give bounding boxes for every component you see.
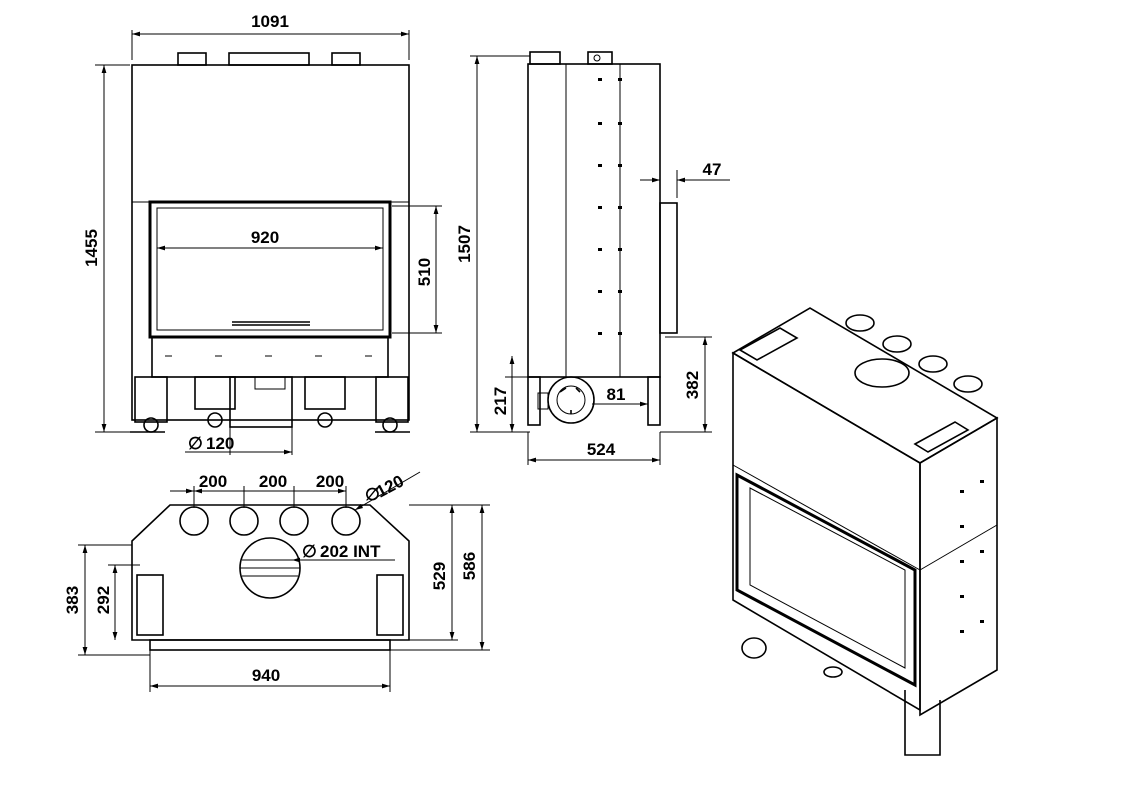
top-outlet-4	[331, 506, 361, 536]
isometric-view	[731, 307, 999, 756]
front-outlet-diameter-symbol: ∅	[188, 434, 203, 453]
front-view: 1091 1455 920 510 ∅ 120	[82, 12, 442, 455]
main-outlet-label: 202 INT	[320, 542, 381, 561]
side-leg-rear	[647, 376, 661, 426]
top-vent-left	[136, 574, 164, 636]
leg-left	[134, 376, 168, 423]
iso-wheel	[741, 637, 767, 659]
iso-outlet-1	[845, 314, 875, 332]
side-collar	[529, 51, 561, 65]
side-view: 1507 217 524 47 81 382	[455, 51, 730, 465]
depth-mid-label: 292	[94, 586, 113, 614]
iso-top-vent-2	[913, 421, 970, 453]
top-view: 200 200 200 ∅ 120 ∅ 202 INT 383 292 529 …	[63, 471, 490, 692]
inner-leg-left	[194, 376, 236, 410]
top-width-label: 940	[252, 666, 280, 685]
iso-door-frame	[735, 472, 917, 688]
side-height-label: 1507	[455, 225, 474, 263]
top-outlet-2	[229, 506, 259, 536]
side-door-profile	[659, 202, 678, 334]
iso-outlet-2	[882, 335, 912, 353]
top-collar-right	[331, 52, 361, 66]
iso-outlet-3	[918, 355, 948, 373]
depth-total-label: 586	[460, 552, 479, 580]
top-front-frame	[149, 639, 391, 651]
side-offset-label: 47	[703, 160, 722, 179]
inner-leg-right	[304, 376, 346, 410]
top-outlet-1	[179, 506, 209, 536]
side-base-height-label: 217	[491, 387, 510, 415]
spacing-2-label: 200	[259, 472, 287, 491]
iso-side-face	[919, 416, 998, 717]
iso-glass	[749, 487, 906, 669]
glass-width-label: 920	[251, 228, 279, 247]
iso-outlet-4	[953, 375, 983, 393]
depth-rear-label: 383	[63, 586, 82, 614]
leg-right	[375, 376, 409, 423]
front-height-label: 1455	[82, 229, 101, 267]
front-width-label: 1091	[251, 12, 289, 31]
side-inlet-offset-label: 81	[607, 385, 626, 404]
top-outline	[131, 504, 410, 641]
spacing-1-label: 200	[199, 472, 227, 491]
glass-panel	[156, 207, 384, 331]
glass-height-label: 510	[415, 258, 434, 286]
glass-frame	[148, 200, 392, 339]
side-body	[527, 63, 661, 378]
side-air-inlet	[547, 376, 595, 424]
depth-inner-label: 529	[430, 562, 449, 590]
top-vent-right	[376, 574, 404, 636]
small-outlet-diameter-symbol: ∅	[365, 485, 380, 504]
iso-main-outlet	[854, 358, 910, 388]
main-outlet-diameter-symbol: ∅	[302, 542, 317, 561]
iso-outlet-bottom	[823, 666, 843, 678]
side-leg-front	[527, 376, 541, 426]
iso-top-vent-1	[738, 327, 799, 361]
side-depth-label: 524	[587, 440, 616, 459]
spacing-3-label: 200	[316, 472, 344, 491]
front-outlet-diameter-label: 120	[206, 434, 234, 453]
top-outlet-3	[279, 506, 309, 536]
side-leg-height-label: 382	[683, 371, 702, 399]
lower-panel	[151, 336, 389, 378]
top-collar-center	[228, 52, 310, 66]
front-wheels	[130, 412, 410, 433]
front-body	[131, 64, 410, 421]
top-collar-left	[177, 52, 207, 66]
iso-leg	[904, 690, 941, 756]
